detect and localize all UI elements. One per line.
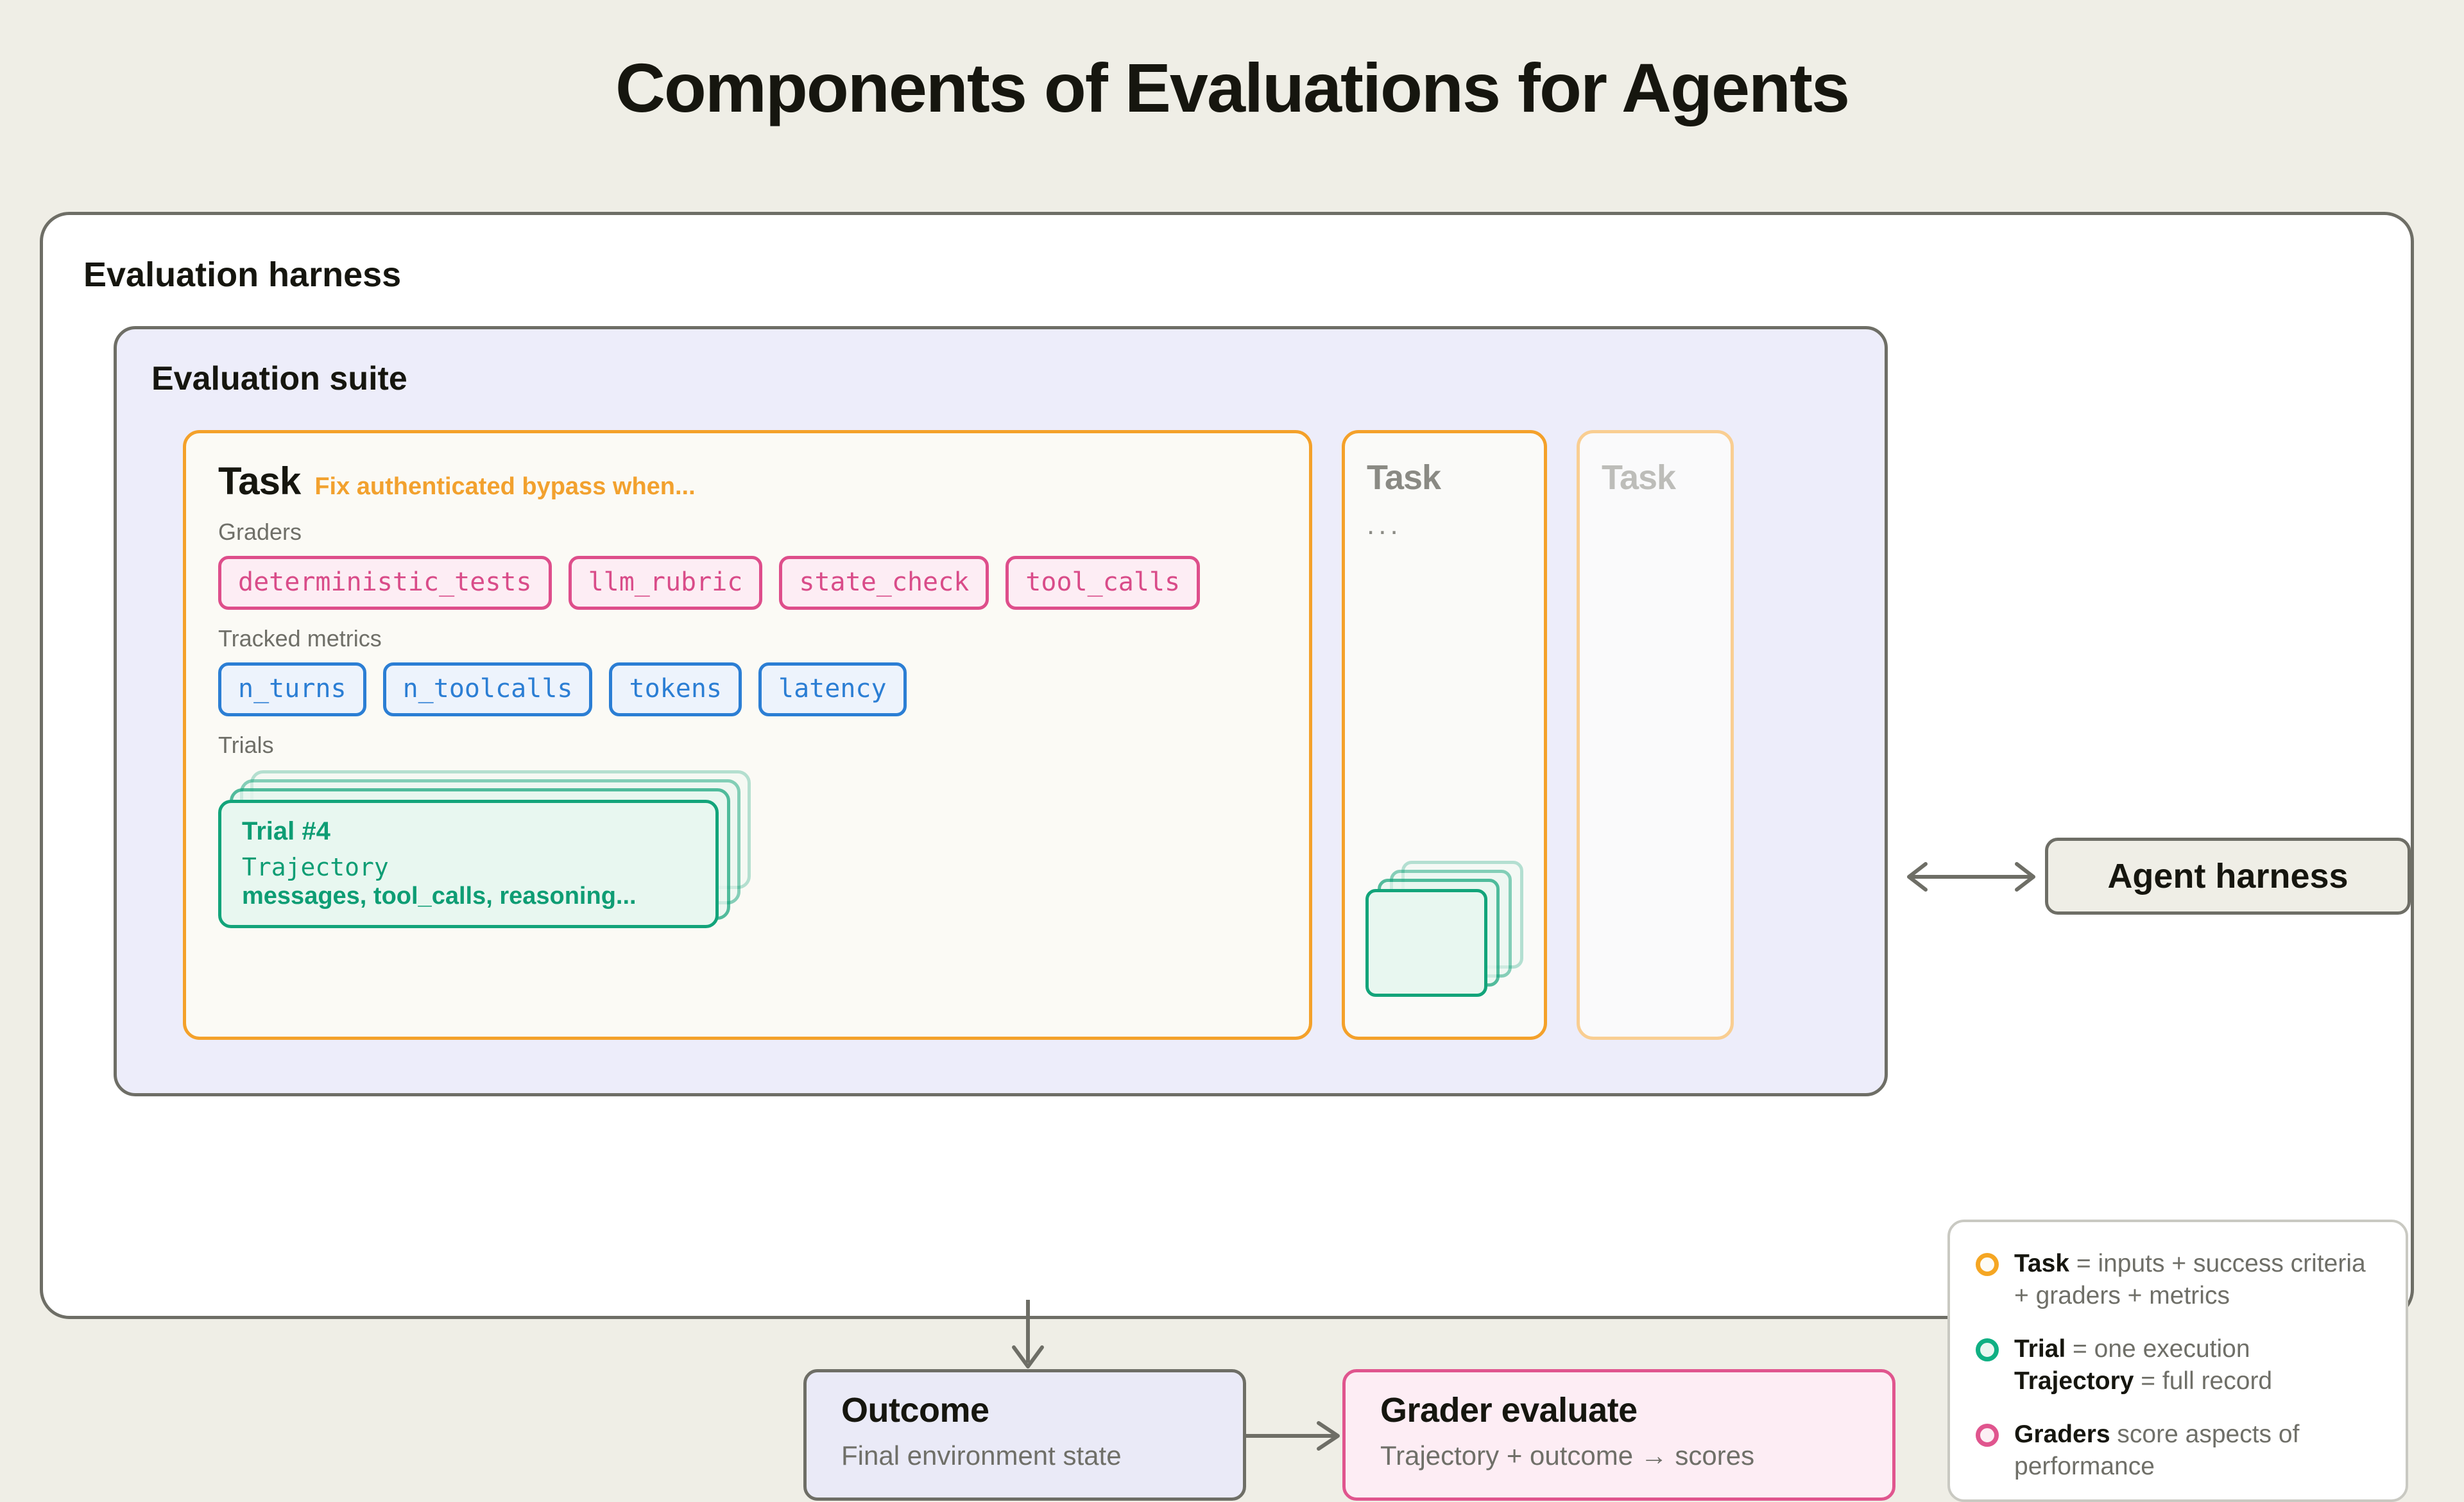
- legend-item-task: Task = inputs + success criteria + grade…: [1976, 1248, 2380, 1311]
- task-title-tertiary: Task: [1602, 458, 1676, 497]
- outcome-title: Outcome: [841, 1391, 989, 1429]
- outcome-box[interactable]: Outcome Final environment state: [803, 1369, 1246, 1501]
- trial-number: Trial #4: [242, 817, 330, 845]
- grader-evaluate-title: Grader evaluate: [1380, 1391, 1638, 1429]
- legend-text-task: Task = inputs + success criteria + grade…: [2014, 1248, 2380, 1311]
- legend-item-graders: Graders score aspects of performance: [1976, 1419, 2380, 1482]
- task-card-tertiary[interactable]: Task: [1577, 430, 1734, 1040]
- trial-trajectory-value: messages, tool_calls, reasoning...: [242, 882, 637, 910]
- mini-trial-layer-1: [1365, 889, 1487, 997]
- task-card-secondary[interactable]: Task ...: [1342, 430, 1547, 1040]
- trials-section-label: Trials: [218, 732, 274, 758]
- task-header: Task Fix authenticated bypass when...: [218, 459, 1277, 503]
- legend-definition-task: = inputs + success criteria + graders + …: [2014, 1250, 2366, 1309]
- trial-trajectory-key: Trajectory: [242, 853, 389, 881]
- metric-chip-latency[interactable]: latency: [758, 662, 907, 716]
- trial-card-stack: Trial #4 Trajectory messages, tool_calls…: [218, 770, 770, 937]
- metric-chip-n-toolcalls[interactable]: n_toolcalls: [382, 662, 593, 716]
- evaluation-suite-label: Evaluation suite: [151, 360, 407, 397]
- page-title: Components of Evaluations for Agents: [615, 49, 1850, 126]
- legend-text-graders: Graders score aspects of performance: [2014, 1419, 2380, 1482]
- evaluation-harness-label: Evaluation harness: [83, 255, 402, 294]
- legend-term-trial: Trial: [2014, 1335, 2066, 1363]
- outcome-subtitle: Final environment state: [841, 1440, 1122, 1471]
- legend-term-task: Task: [2014, 1250, 2069, 1277]
- grader-evaluate-box[interactable]: Grader evaluate Trajectory + outcome → s…: [1342, 1369, 1895, 1501]
- graders-chip-row: deterministic_tests llm_rubric state_che…: [218, 556, 1277, 610]
- task-row: Task Fix authenticated bypass when... Gr…: [183, 430, 1734, 1040]
- agent-harness-box[interactable]: Agent harness: [2045, 838, 2411, 915]
- grader-chip-llm-rubric[interactable]: llm_rubric: [568, 556, 763, 610]
- evaluation-harness-container: Evaluation harness Evaluation suite Task…: [40, 212, 2414, 1502]
- grader-chip-deterministic-tests[interactable]: deterministic_tests: [218, 556, 552, 610]
- graders-section-label: Graders: [218, 519, 302, 545]
- task-subtitle: Fix authenticated bypass when...: [314, 473, 696, 500]
- legend-definition-trial: = one execution: [2066, 1335, 2250, 1363]
- evaluation-suite-container: Evaluation suite Task Fix authenticated …: [114, 326, 1888, 1096]
- metric-chip-n-turns[interactable]: n_turns: [218, 662, 366, 716]
- legend-term-graders: Graders: [2014, 1420, 2110, 1449]
- task-title: Task: [218, 460, 301, 503]
- legend-panel: Task = inputs + success criteria + grade…: [1947, 1220, 2408, 1502]
- trial-card-front[interactable]: Trial #4 Trajectory messages, tool_calls…: [218, 800, 719, 928]
- task-ellipsis-secondary: ...: [1367, 509, 1402, 540]
- grader-chip-state-check[interactable]: state_check: [779, 556, 989, 610]
- outcome-to-grader-arrow-icon: [1244, 1421, 1340, 1451]
- task-title-secondary: Task: [1367, 458, 1441, 497]
- legend-dot-trial-icon: [1976, 1338, 1999, 1362]
- legend-definition-trajectory: = full record: [2134, 1367, 2273, 1395]
- grader-chip-tool-calls[interactable]: tool_calls: [1005, 556, 1201, 610]
- metrics-section-label: Tracked metrics: [218, 625, 382, 652]
- task-card-primary[interactable]: Task Fix authenticated bypass when... Gr…: [183, 430, 1312, 1040]
- legend-dot-graders-icon: [1976, 1424, 1999, 1447]
- legend-term-trajectory: Trajectory: [2014, 1367, 2134, 1395]
- grader-evaluate-subtitle: Trajectory + outcome → scores: [1380, 1440, 1755, 1471]
- legend-dot-task-icon: [1976, 1253, 1999, 1276]
- trial-card-stack-secondary: [1365, 861, 1539, 1008]
- suite-agent-harness-arrow-icon: [1907, 862, 2035, 892]
- suite-to-outcome-arrow-icon: [1012, 1300, 1044, 1368]
- metric-chip-tokens[interactable]: tokens: [609, 662, 742, 716]
- metrics-chip-row: n_turns n_toolcalls tokens latency: [218, 662, 1277, 716]
